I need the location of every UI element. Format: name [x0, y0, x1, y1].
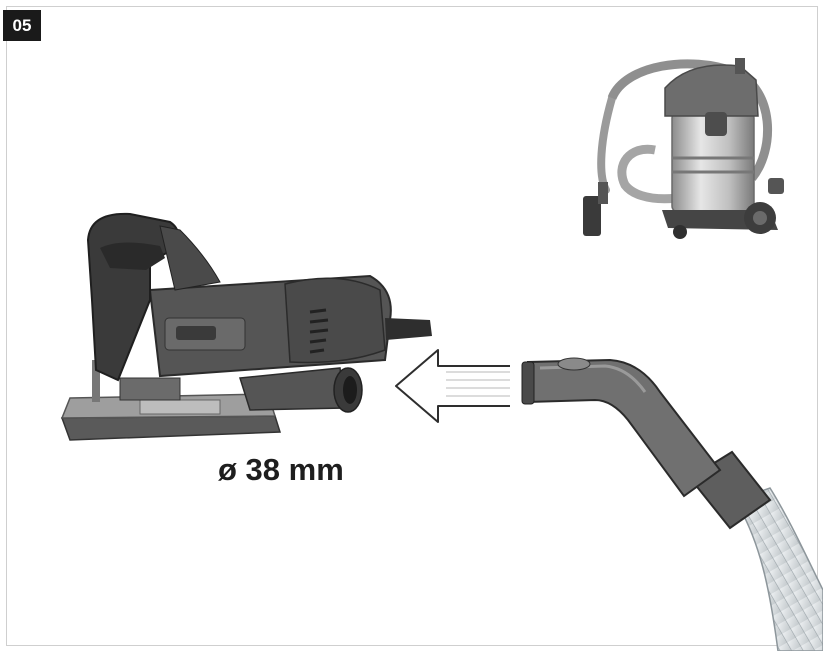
jigsaw-illustration — [60, 212, 432, 441]
vacuum-cleaner-illustration — [583, 58, 784, 239]
insert-arrow-icon — [395, 349, 510, 423]
step-number-badge: 05 — [3, 10, 41, 41]
hose-diameter-label: ø 38 mm — [218, 452, 344, 487]
hose-nozzle-illustration — [521, 357, 823, 651]
